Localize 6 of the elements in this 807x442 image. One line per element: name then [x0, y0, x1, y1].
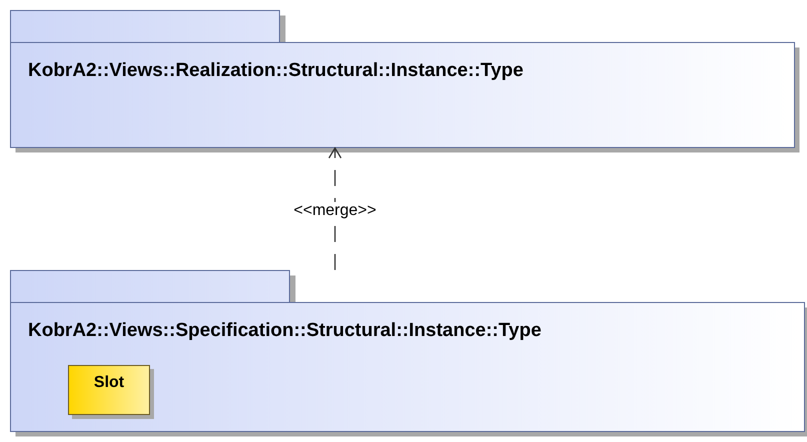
- package: [10, 10, 800, 153]
- package: [10, 270, 807, 437]
- package-name: KobrA2::Views::Realization::Structural::Instance::Type: [28, 60, 524, 82]
- package-name: KobrA2::Views::Specification::Structural::Instance::Type: [28, 320, 542, 342]
- class-name: Slot: [94, 374, 124, 392]
- edge-label: <<merge>>: [292, 202, 378, 220]
